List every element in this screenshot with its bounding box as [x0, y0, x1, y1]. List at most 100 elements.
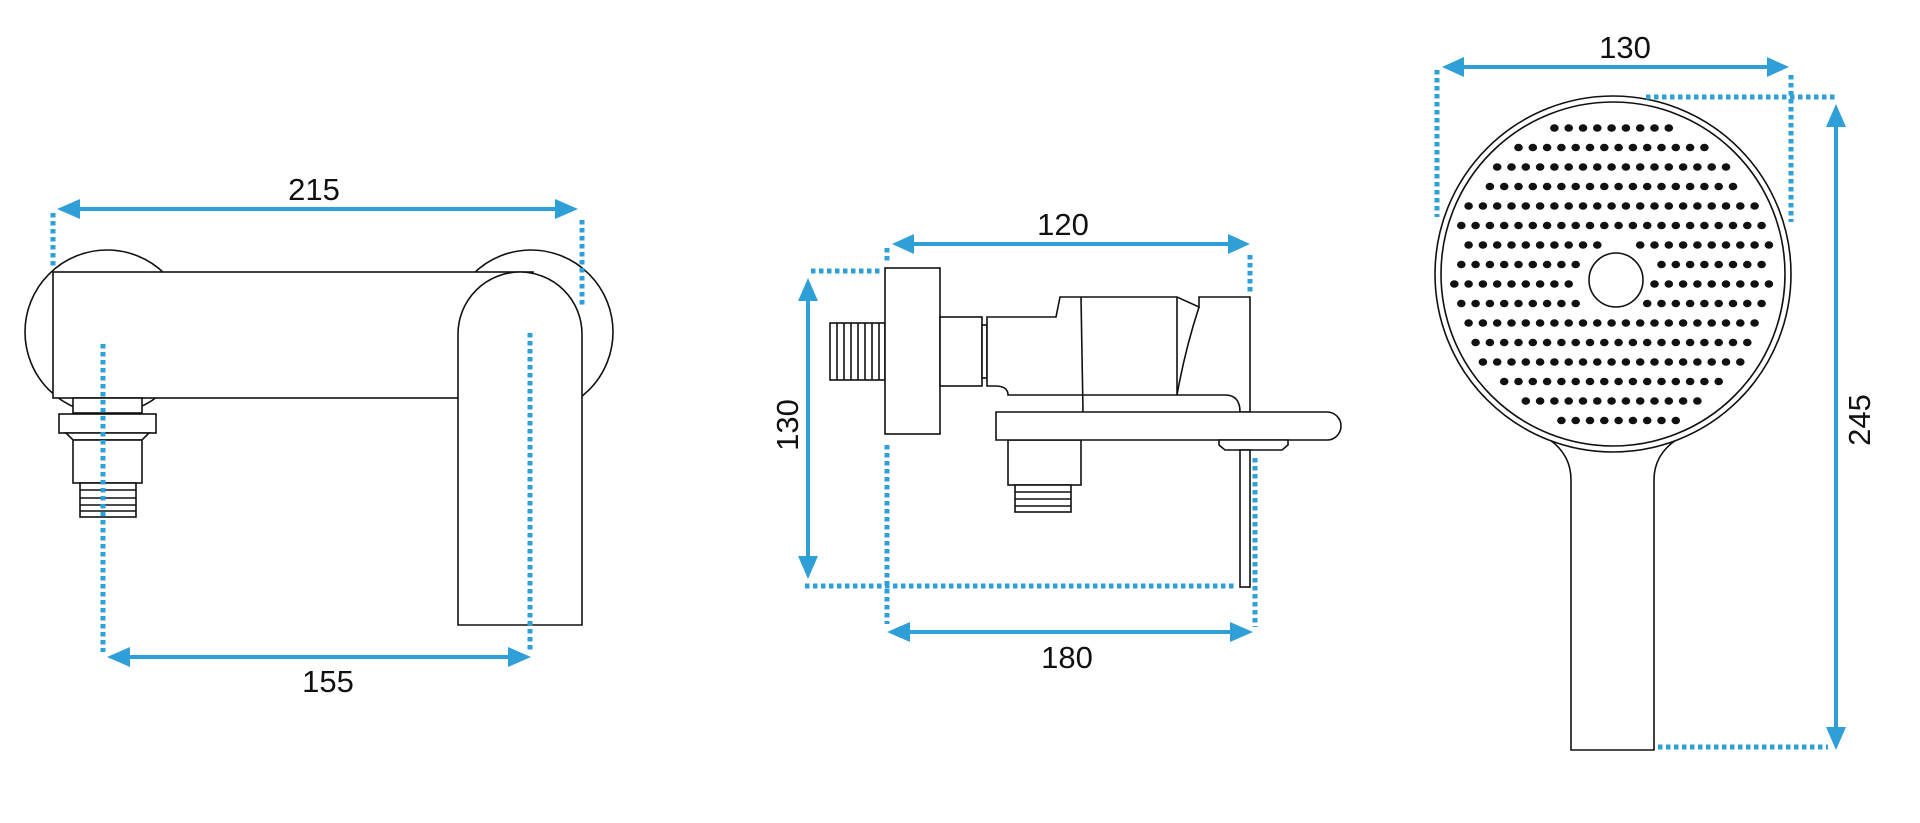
nozzle-dot [1650, 280, 1659, 288]
nozzle-dot [1736, 319, 1745, 327]
nozzle-dot [1714, 221, 1723, 230]
nozzle-dot [1693, 163, 1702, 171]
nozzle-dot [1499, 299, 1509, 308]
lever-nut [1218, 439, 1289, 451]
nozzle-dot [1600, 377, 1609, 386]
nozzle-dot [1571, 338, 1580, 347]
nozzle-dot [1657, 299, 1666, 308]
nozzle-dot [1757, 299, 1766, 308]
nozzle-dot [1621, 163, 1631, 171]
nozzle-dot [1507, 163, 1516, 171]
nozzle-dot [1700, 260, 1709, 269]
nozzle-dot [1485, 182, 1495, 191]
nozzle-dot [1528, 182, 1538, 191]
nozzle-dot [1693, 241, 1702, 249]
nozzle-dot [1550, 397, 1559, 405]
nozzle-dot [1464, 241, 1473, 249]
nozzle-dot [1593, 202, 1602, 210]
dimension-label-130-head: 130 [1599, 30, 1651, 65]
nozzle-dot [1743, 338, 1752, 347]
nozzle-dot [1607, 124, 1616, 132]
nozzle-dot [1542, 221, 1552, 230]
nozzle-dot [1535, 241, 1545, 249]
nozzle-dot [1542, 182, 1552, 191]
nozzle-dot [1707, 319, 1716, 327]
nozzle-dot [1578, 202, 1588, 210]
nozzle-dot [1635, 358, 1645, 366]
nozzle-dot [1678, 202, 1688, 210]
center-button [1588, 252, 1644, 308]
nozzle-dot [1642, 338, 1652, 347]
nozzle-dot [1499, 338, 1509, 347]
nozzle-dot [1485, 299, 1495, 308]
nozzle-dot [1721, 358, 1731, 366]
nozzle-dot [1550, 124, 1559, 132]
nozzle-dot [1578, 124, 1588, 132]
dimension-label-120: 120 [1037, 207, 1089, 242]
shower-head-inner [1440, 101, 1786, 447]
nozzle-dot [1521, 241, 1531, 249]
outlet-taper [64, 432, 151, 441]
nozzle-dot [1757, 221, 1766, 230]
nozzle-dot [1671, 221, 1681, 230]
nozzle-dot [1557, 182, 1566, 191]
nozzle-dot [1721, 163, 1731, 171]
nozzle-dot [1550, 358, 1559, 366]
nozzle-dot [1507, 280, 1516, 288]
nozzle-dot [1614, 182, 1623, 191]
dimension-label-155: 155 [302, 664, 354, 699]
nozzle-dot [1685, 143, 1695, 152]
nozzle-dot [1614, 377, 1623, 386]
nozzle-dot [1514, 143, 1523, 152]
nozzle-dot [1671, 299, 1681, 308]
nozzle-dot [1585, 416, 1595, 425]
nozzle-dot [1450, 280, 1459, 288]
nozzle-dot [1743, 299, 1752, 308]
lever-rod [1239, 449, 1251, 588]
nozzle-dot [1542, 338, 1552, 347]
nozzle-dot [1492, 319, 1502, 327]
nozzle-dot [1671, 143, 1681, 152]
nozzle-dot [1621, 319, 1631, 327]
nozzle-dot [1542, 143, 1552, 152]
nozzle-dot [1464, 319, 1473, 327]
nozzle-dot [1707, 163, 1716, 171]
nozzle-dot [1593, 358, 1602, 366]
nozzle-dot [1550, 241, 1559, 249]
nozzle-dot [1535, 163, 1545, 171]
nozzle-dot [1564, 280, 1573, 288]
nozzle-dot [1736, 280, 1745, 288]
nozzle-dot [1521, 202, 1531, 210]
nozzle-dot [1514, 182, 1523, 191]
nozzle-dot [1721, 280, 1731, 288]
nozzle-dot [1607, 358, 1616, 366]
nozzle-dot [1614, 338, 1623, 347]
nozzle-dot [1578, 319, 1588, 327]
nozzle-dot [1485, 221, 1495, 230]
nozzle-dot [1499, 260, 1509, 269]
outlet-thread [79, 482, 137, 518]
nozzle-dot [1492, 280, 1502, 288]
nozzle-dot [1528, 260, 1538, 269]
nozzle-dot [1571, 221, 1580, 230]
nozzle-dot [1485, 338, 1495, 347]
shower-handle [1547, 439, 1679, 751]
nozzle-dot [1693, 319, 1702, 327]
nozzle-dot [1664, 280, 1674, 288]
nozzle-dot [1614, 416, 1623, 425]
nozzle-dot [1678, 241, 1688, 249]
nozzle-dot [1557, 338, 1566, 347]
nozzle-dot [1650, 124, 1659, 132]
nozzle-dot [1499, 182, 1509, 191]
nozzle-dot [1678, 319, 1688, 327]
nozzle-dot [1507, 202, 1516, 210]
nozzle-dot [1585, 377, 1595, 386]
nozzle-dot [1564, 358, 1573, 366]
nozzle-dot [1628, 377, 1638, 386]
nozzle-dot [1571, 299, 1580, 308]
nozzle-dot [1700, 377, 1709, 386]
nozzle-dot [1578, 397, 1588, 405]
nozzle-dot [1550, 319, 1559, 327]
nozzle-dot [1657, 260, 1666, 269]
nozzle-dot [1557, 143, 1566, 152]
